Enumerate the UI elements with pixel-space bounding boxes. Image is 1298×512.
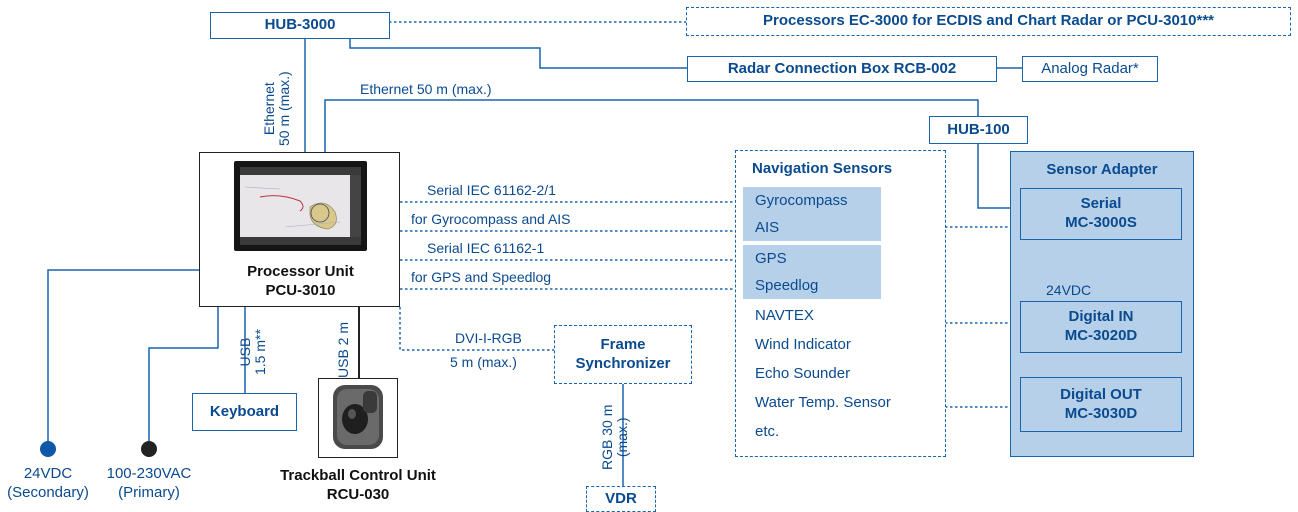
hub-3000-box: HUB-3000 <box>210 12 390 39</box>
power-primary-voltage: 100-230VAC <box>106 465 192 482</box>
sensor-adapter-title: Sensor Adapter <box>1046 161 1158 178</box>
serial-label-3: Serial IEC 61162-1 <box>427 240 545 256</box>
radar-connection-box: Radar Connection Box RCB-002 <box>687 56 997 82</box>
processors-ec3000-box: Processors EC-3000 for ECDIS and Chart R… <box>686 7 1291 36</box>
hub-100-label: HUB-100 <box>947 120 1010 138</box>
power-secondary-label: (Secondary) <box>7 484 89 501</box>
serial-label-4: for GPS and Speedlog <box>411 269 552 285</box>
trackball-image <box>318 378 398 458</box>
frame-sync-line1: Frame <box>600 335 646 353</box>
keyboard-box: Keyboard <box>192 393 297 431</box>
sensor-ais: AIS <box>743 214 881 241</box>
sensor-navtex: NAVTEX <box>755 307 814 324</box>
processor-unit-box: Processor Unit PCU-3010 <box>199 152 400 307</box>
digital-out-line1: Digital OUT <box>1060 385 1142 403</box>
dvi-label-1: DVI-I-RGB <box>455 330 522 346</box>
sensor-speedlog: Speedlog <box>743 272 881 299</box>
power-primary-label: (Primary) <box>118 484 180 501</box>
processors-ec3000-label: Processors EC-3000 for ECDIS and Chart R… <box>763 12 1214 30</box>
ethernet-vertical-label: Ethernet 50 m (max.) <box>261 71 292 146</box>
sensor-water-temp: Water Temp. Sensor <box>755 394 891 411</box>
chart-display-icon <box>240 167 361 245</box>
vdr-label: VDR <box>605 489 637 507</box>
serial-label-1: Serial IEC 61162-2/1 <box>427 182 556 198</box>
vdr-box: VDR <box>586 486 656 512</box>
processor-unit-name: Processor Unit <box>247 263 354 280</box>
dot-24vdc-secondary <box>40 441 56 457</box>
sensor-wind-indicator: Wind Indicator <box>755 336 851 353</box>
power-secondary-voltage: 24VDC <box>23 465 73 482</box>
processor-screen <box>234 161 367 251</box>
trackball-icon <box>333 385 383 449</box>
processor-unit-model: PCU-3010 <box>265 282 336 299</box>
sensor-echo-sounder: Echo Sounder <box>755 365 851 382</box>
frame-synchronizer-box: Frame Synchronizer <box>554 325 692 384</box>
serial-label-2: for Gyrocompass and AIS <box>411 211 571 227</box>
sensor-gyrocompass: Gyrocompass <box>743 187 881 214</box>
digital-out-box: Digital OUT MC-3030D <box>1020 377 1182 432</box>
digital-in-line1: Digital IN <box>1068 308 1134 326</box>
analog-radar-label: Analog Radar* <box>1041 59 1139 77</box>
trackball-name: Trackball Control Unit <box>280 467 436 484</box>
analog-radar-box: Analog Radar* <box>1022 56 1158 82</box>
hub-3000-label: HUB-3000 <box>264 16 336 34</box>
dot-100-230vac <box>141 441 157 457</box>
hub-100-box: HUB-100 <box>929 116 1028 144</box>
usb-trackball-label: USB 2 m <box>335 321 351 378</box>
dvi-label-2: 5 m (max.) <box>450 354 517 370</box>
digital-in-model: MC-3020D <box>1064 327 1138 344</box>
sensor-gps: GPS <box>743 245 881 272</box>
serial-adapter-model: MC-3000S <box>1065 214 1137 231</box>
digital-in-box: Digital IN MC-3020D <box>1020 301 1182 353</box>
navigation-sensors-title: Navigation Sensors <box>752 160 893 177</box>
ethernet-horizontal-label: Ethernet 50 m (max.) <box>360 81 492 97</box>
radar-connection-box-label: Radar Connection Box RCB-002 <box>727 59 957 77</box>
sensor-etc: etc. <box>755 423 780 440</box>
serial-adapter-line1: Serial <box>1080 195 1122 213</box>
adapter-24vdc-label: 24VDC <box>1046 282 1092 298</box>
keyboard-label: Keyboard <box>209 402 280 420</box>
trackball-model: RCU-030 <box>326 486 390 503</box>
usb-keyboard-label: USB 1.5 m** <box>237 329 268 375</box>
serial-adapter-box: Serial MC-3000S <box>1020 188 1182 240</box>
rgb-label: RGB 30 m (max.) <box>599 404 630 470</box>
frame-sync-line2: Synchronizer <box>575 354 671 372</box>
digital-out-model: MC-3030D <box>1064 404 1138 422</box>
